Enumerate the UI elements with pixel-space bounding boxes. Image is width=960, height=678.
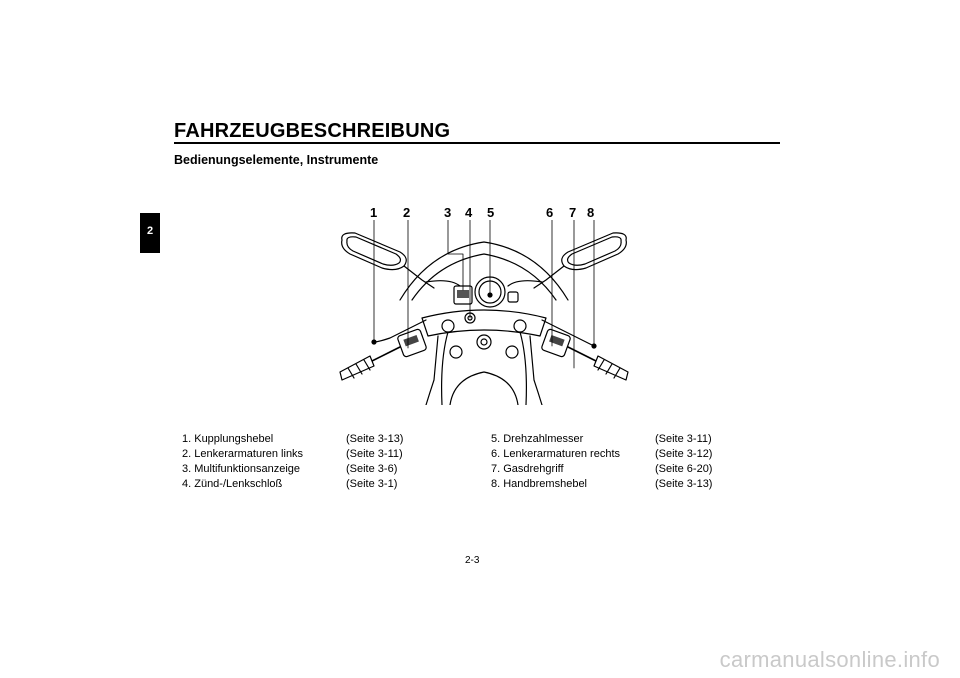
- title-rule: [174, 142, 780, 144]
- page-title: FAHRZEUGBESCHREIBUNG: [174, 120, 451, 142]
- legend-item-name: 2. Lenkerarmaturen links: [182, 448, 304, 460]
- callout-2: 2: [403, 205, 411, 220]
- callout-4: 4: [465, 205, 473, 220]
- legend-item-ref: (Seite 3-13): [346, 433, 404, 445]
- callout-5: 5: [487, 205, 495, 220]
- legend-item-ref: (Seite 3-11): [655, 433, 712, 445]
- legend-item: 5. Drehzahlmesser (Seite 3-11): [491, 432, 712, 447]
- legend-item: 2. Lenkerarmaturen links (Seite 3-11): [182, 447, 403, 462]
- section-title: Bedienungselemente, Instrumente: [174, 153, 379, 167]
- handlebar-illustration: [339, 220, 629, 405]
- legend-item-name: 4. Zünd-/Lenkschloß: [182, 478, 283, 490]
- legend-item: 3. Multifunktionsanzeige (Seite 3-6): [182, 462, 403, 477]
- callout-3: 3: [444, 205, 452, 220]
- page-number: 2-3: [465, 555, 480, 566]
- legend-item-ref: (Seite 6-20): [655, 463, 713, 475]
- legend-item: 7. Gasdrehgriff (Seite 6-20): [491, 462, 712, 477]
- watermark: carmanualsonline.info: [719, 647, 940, 672]
- legend-item-name: 8. Handbremshebel: [491, 478, 588, 490]
- legend-item: 4. Zünd-/Lenkschloß (Seite 3-1): [182, 477, 403, 492]
- legend-item-name: 7. Gasdrehgriff: [491, 463, 564, 475]
- chapter-tab: 2: [140, 213, 160, 253]
- legend-item-name: 1. Kupplungshebel: [182, 433, 274, 445]
- callout-8: 8: [587, 205, 595, 220]
- legend-item-ref: (Seite 3-13): [655, 478, 713, 490]
- legend-item: 1. Kupplungshebel (Seite 3-13): [182, 432, 403, 447]
- legend-item: 6. Lenkerarmaturen rechts (Seite 3-12): [491, 447, 712, 462]
- legend-item-name: 3. Multifunktionsanzeige: [182, 463, 301, 475]
- legend-item: 8. Handbremshebel (Seite 3-13): [491, 477, 712, 492]
- legend-item-ref: (Seite 3-11): [346, 448, 403, 460]
- legend-left: 1. Kupplungshebel (Seite 3-13) 2. Lenker…: [182, 432, 403, 492]
- legend-item-name: 6. Lenkerarmaturen rechts: [491, 448, 621, 460]
- callout-7: 7: [569, 205, 577, 220]
- legend-item-ref: (Seite 3-1): [346, 478, 398, 490]
- legend-item-ref: (Seite 3-12): [655, 448, 713, 460]
- legend-right: 5. Drehzahlmesser (Seite 3-11) 6. Lenker…: [491, 432, 712, 492]
- callout-1: 1: [370, 205, 378, 220]
- legend-item-ref: (Seite 3-6): [346, 463, 398, 475]
- callout-6: 6: [546, 205, 554, 220]
- legend-item-name: 5. Drehzahlmesser: [491, 433, 584, 445]
